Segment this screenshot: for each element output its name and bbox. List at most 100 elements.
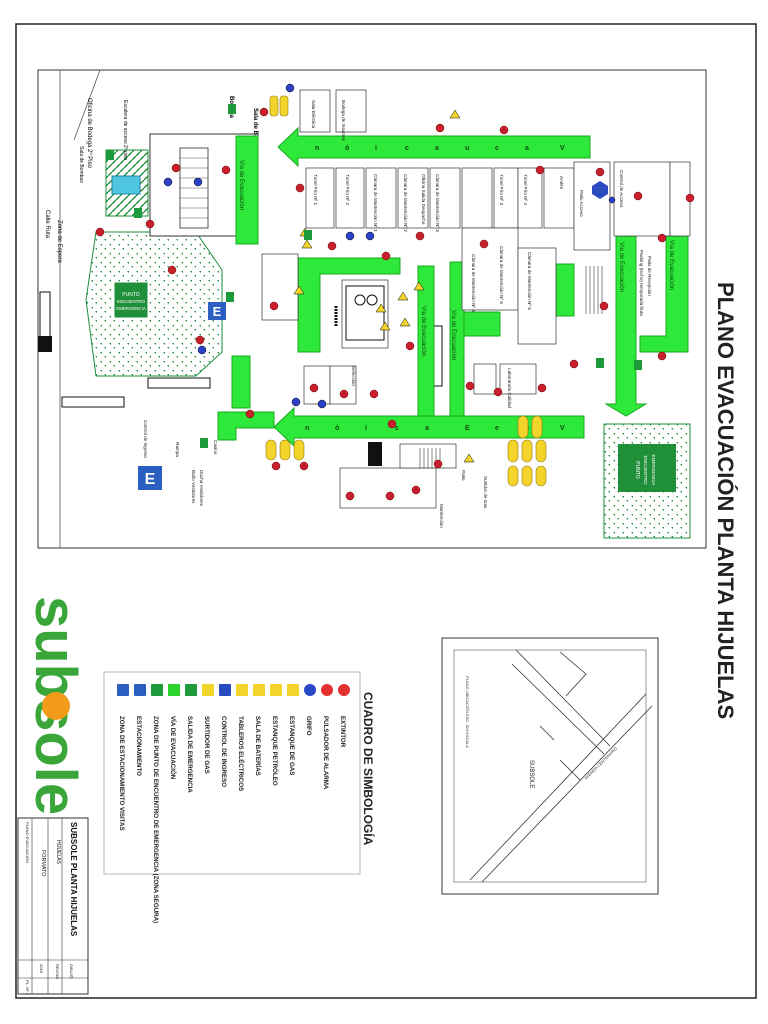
svg-text:V: V bbox=[560, 145, 565, 152]
truck-4 bbox=[368, 442, 382, 466]
legend-label: CONTROL DE INGRESO bbox=[220, 716, 227, 787]
legend-label: ZONA DE PUNTO DE ENCUENTRO DE EMERGENCIA… bbox=[152, 716, 159, 923]
label-patio: Patio bbox=[461, 470, 466, 481]
office-label: Oficina de Bodega 2º Piso bbox=[86, 98, 93, 169]
label-casino: Casino bbox=[213, 440, 218, 455]
route-mid-1 bbox=[297, 257, 401, 353]
page-title: PLANO EVACUACIÓN PLANTA HIJUELAS bbox=[713, 282, 738, 719]
title-block-note2: DIBUJÓ bbox=[69, 964, 74, 979]
label-ducha: Ducha Vestidores bbox=[199, 470, 204, 507]
access-control-icon bbox=[592, 181, 608, 199]
legend-label: TABLEROS ELÉCTRICOS bbox=[237, 716, 245, 791]
site-plan: Calle Ruta Zona de Espera Oficina de Bod… bbox=[37, 69, 707, 549]
legend-label: SALIDA DE EMERGENCIA bbox=[186, 716, 193, 793]
parking-icon bbox=[134, 684, 146, 696]
label-camara5: Cámara de Mantención Nº 5 bbox=[527, 252, 532, 310]
legend-row: SURTIDOR DE GAS bbox=[202, 684, 214, 774]
route-left-vertical bbox=[235, 135, 259, 245]
svg-text:E: E bbox=[145, 471, 156, 488]
label-lab: Laboratorio Calidad bbox=[507, 368, 512, 409]
svg-text:c: c bbox=[405, 145, 409, 152]
label-rampa: Rampa bbox=[175, 442, 180, 457]
svg-text:i: i bbox=[375, 145, 377, 152]
location-title: PLANO UBICACIÓN ESC: SIN ESCALA bbox=[465, 676, 470, 748]
battery-room-icon bbox=[253, 684, 265, 696]
truck-3 bbox=[61, 396, 125, 408]
svg-text:PUNTO: PUNTO bbox=[634, 461, 640, 479]
svg-text:a: a bbox=[435, 145, 439, 152]
legend-title: CUADRO DE SIMBOLOGÍA bbox=[361, 692, 376, 846]
route-label-mid2: Vía de Evacuación bbox=[450, 310, 456, 360]
truck-1-cab bbox=[38, 336, 52, 352]
route-letters-top: n ó i c a u c a V bbox=[315, 145, 565, 152]
legend-label: PULSADOR DE ALARMA bbox=[322, 716, 329, 790]
svg-text:EMERGENCIA: EMERGENCIA bbox=[651, 455, 656, 487]
svg-text:n: n bbox=[315, 145, 319, 152]
svg-text:c: c bbox=[495, 145, 499, 152]
pump-room-label: Sala de Bombas bbox=[78, 146, 84, 183]
legend-row: SALA DE BATERÍAS bbox=[253, 684, 265, 776]
legend-row: ESTACIONAMIENTO bbox=[134, 684, 146, 776]
label-seleccion: Selección bbox=[351, 366, 356, 386]
legend-label: EXTINTOR bbox=[339, 716, 346, 748]
subsole-logo: subsole bbox=[23, 592, 88, 815]
parking-sign-1: E bbox=[208, 302, 226, 320]
svg-text:ENCUENTRO: ENCUENTRO bbox=[117, 299, 145, 304]
title-block-project: SUBSOLE PLANTA HIJUELAS bbox=[69, 822, 78, 937]
legend-label: SURTIDOR DE GAS bbox=[203, 716, 210, 774]
visitor-parking-icon bbox=[117, 684, 129, 696]
label-surtidor: Surtidor de Gas bbox=[483, 476, 488, 509]
svg-text:ó: ó bbox=[335, 425, 339, 432]
sheet-border bbox=[15, 23, 757, 999]
logo-sun bbox=[42, 692, 70, 720]
label-recepcion: Patio de Recepción bbox=[647, 256, 652, 296]
route-center-vertical bbox=[555, 263, 575, 317]
hydrant-icon bbox=[304, 684, 316, 696]
legend-label: GRIFO bbox=[305, 716, 312, 736]
gas-tank-icon bbox=[287, 684, 299, 696]
location-map: PLANO UBICACIÓN ESC: SIN ESCALA AVENIDA … bbox=[441, 637, 659, 895]
meeting-point-icon bbox=[151, 684, 163, 696]
svg-text:c: c bbox=[395, 425, 399, 432]
label-camara4: Cámara de Mantención Nº 4 bbox=[471, 254, 476, 312]
processing-line bbox=[334, 285, 385, 341]
route-bottom bbox=[273, 406, 585, 448]
label-camara3: Cámara de Mantención Nº 3 bbox=[435, 174, 440, 232]
legend-row: ESTANQUE PETRÓLEO bbox=[270, 684, 282, 786]
legend-label: VÍA DE EVACUACIÓN bbox=[169, 716, 177, 780]
route-label-vertical-right2: Vía de Evacuación bbox=[668, 240, 674, 290]
svg-text:u: u bbox=[465, 145, 469, 152]
svg-text:i: i bbox=[365, 425, 367, 432]
legend-row: SALIDA DE EMERGENCIA bbox=[185, 684, 197, 793]
stripe-block bbox=[419, 266, 603, 468]
stair-label: Escalera de acceso 2º piso bbox=[122, 100, 128, 160]
svg-text:e: e bbox=[495, 425, 499, 432]
route-left-lower bbox=[231, 355, 251, 409]
svg-text:ó: ó bbox=[345, 145, 349, 152]
title-block-subtitle: HIJUELAS bbox=[55, 840, 61, 865]
hydrants bbox=[163, 83, 616, 409]
title-block-note1: REVISÓ bbox=[55, 964, 60, 979]
title-block-drawing: PLANO EVACUACIÓN bbox=[25, 822, 30, 863]
legend-label: SALA DE BATERÍAS bbox=[254, 716, 262, 776]
route-mid-4 bbox=[463, 311, 501, 337]
label-camara6: Cámara de Mantención Nº 6 bbox=[499, 246, 504, 304]
label-control: Control de Acceso bbox=[619, 170, 624, 208]
legend-row: EXTINTOR bbox=[338, 684, 350, 748]
label-camara1: Cámara de Mantención Nº 1 bbox=[373, 174, 378, 232]
route-top bbox=[277, 126, 591, 168]
label-sala-electrico: Sala Eléctrica bbox=[311, 100, 316, 129]
legend-label: ZONA DE ESTACIONAMIENTO VISITAS bbox=[118, 716, 125, 831]
label-packing: Packing (techo) temporada fruta bbox=[639, 250, 644, 316]
gas-tanks bbox=[265, 95, 547, 487]
svg-text:n: n bbox=[305, 425, 309, 432]
legend-label: ESTANQUE PETRÓLEO bbox=[271, 716, 279, 786]
title-block-date: 2016 bbox=[39, 964, 44, 974]
truck-2 bbox=[147, 377, 211, 389]
electrical-panel-icon bbox=[236, 684, 248, 696]
label-control-ingreso: Control de Ingreso bbox=[143, 420, 148, 458]
emergency-exit-icon bbox=[185, 684, 197, 696]
street-label: Calle Ruta bbox=[44, 210, 50, 239]
label-tunel1: Túnel Frío Nº 1 bbox=[313, 174, 318, 205]
title-block-sheet: PL. Nº 1 bbox=[25, 980, 30, 996]
